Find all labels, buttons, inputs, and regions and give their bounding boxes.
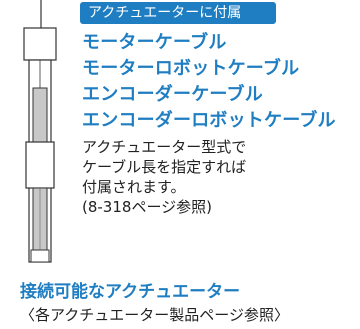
top-connector: [23, 27, 57, 61]
note-line: アクチュエーター型式で: [82, 138, 247, 156]
cable-middle-block: [25, 141, 55, 189]
cable-item-motor-robot: モーターロボットケーブル: [82, 58, 300, 79]
note-line: (8-318ページ参照): [82, 198, 212, 216]
cable-segment-upper: [32, 87, 48, 143]
cable-end-cap: [30, 249, 50, 263]
connectable-reference: 〈各アクチュエーター製品ページ参照〉: [20, 306, 289, 324]
note-line: 付属されます。: [82, 178, 186, 196]
cable-diagram: [23, 0, 57, 263]
connectable-title: 接続可能なアクチュエーター: [20, 282, 241, 302]
attached-badge: アクチュエーターに付属: [80, 2, 276, 24]
cable-item-motor: モーターケーブル: [82, 32, 227, 53]
cable-item-encoder: エンコーダーケーブル: [82, 84, 263, 105]
cable-list: モーターケーブル モーターロボットケーブル エンコーダーケーブル エンコーダーロ…: [82, 30, 336, 134]
attachment-note: アクチュエーター型式で ケーブル長を指定すれば 付属されます。 (8-318ペー…: [82, 137, 246, 217]
note-line: ケーブル長を指定すれば: [82, 158, 247, 176]
cable-item-encoder-robot: エンコーダーロボットケーブル: [82, 110, 336, 131]
